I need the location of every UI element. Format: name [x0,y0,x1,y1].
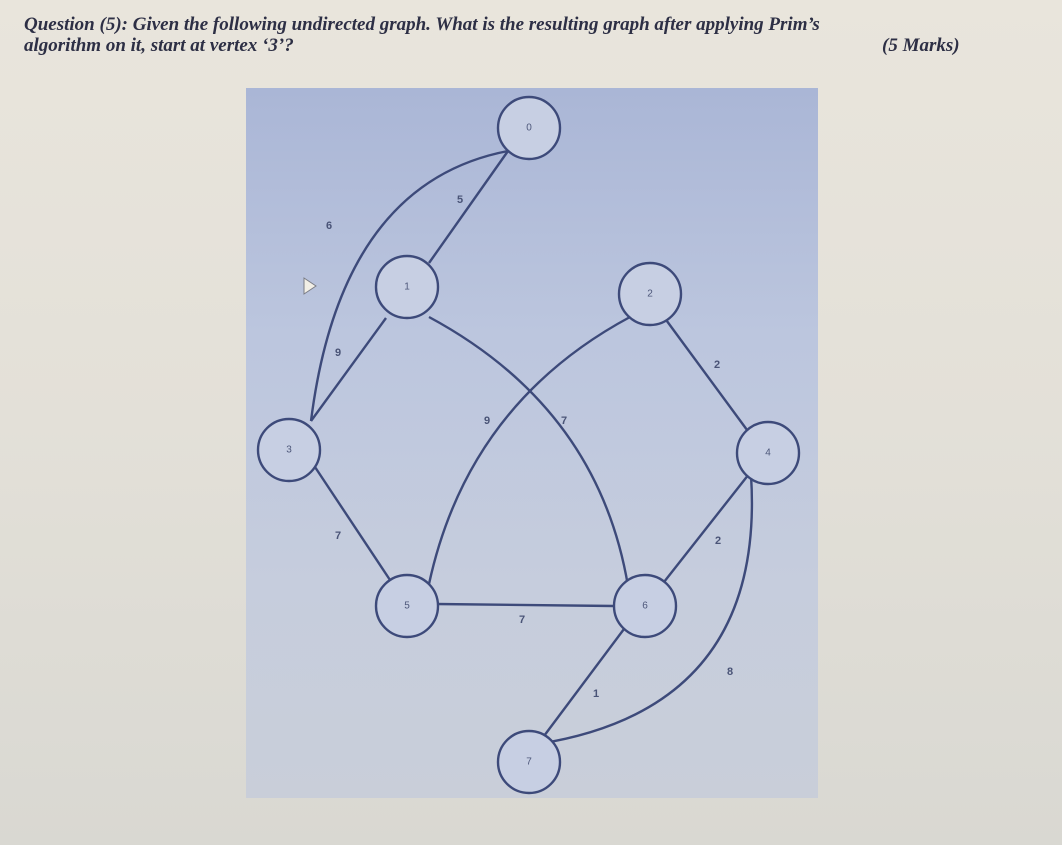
weight-0-1: 5 [457,194,463,206]
edge-2-4 [660,312,751,435]
edge-5-6 [435,602,615,608]
weight-6-7: 1 [593,688,599,700]
node-0-label: 0 [526,123,532,134]
weight-3-5: 7 [335,530,341,542]
weight-1-6: 7 [561,415,567,427]
node-6-label: 6 [642,601,648,612]
question-text: Question (5): Given the following undire… [24,14,1034,56]
node-3-label: 3 [286,445,292,456]
edge-0-1 [428,150,509,264]
node-3: 3 [256,417,322,483]
node-0: 0 [496,95,562,161]
node-2-label: 2 [647,289,653,300]
node-7-label: 7 [526,757,532,768]
weight-2-5: 9 [484,415,490,427]
edge-4-7 [537,474,754,746]
edge-6-7 [537,628,625,745]
weight-4-7: 8 [727,666,733,678]
weight-5-6: 7 [519,614,525,626]
weight-0-3: 6 [326,220,332,232]
node-1: 1 [374,254,440,320]
node-4-label: 4 [765,448,771,459]
node-2: 2 [617,261,683,327]
edge-1-3 [310,317,387,422]
weight-1-3: 9 [335,347,341,359]
graph-canvas: 6 5 9 7 9 2 7 7 2 1 8 0 1 2 3 4 [256,95,801,795]
node-5-label: 5 [404,601,410,612]
edge-4-6 [663,473,750,583]
question-line-2: algorithm on it, start at vertex ‘3’? [24,35,294,56]
marks-label: (5 Marks) [882,35,960,56]
edge-0-3 [309,149,509,422]
graph-figure: 6 5 9 7 9 2 7 7 2 1 8 0 1 2 3 4 [246,88,818,798]
question-line-1: Question (5): Given the following undire… [24,14,820,35]
node-5: 5 [374,573,440,639]
mouse-cursor-icon [303,277,317,295]
edge-2-5 [427,315,631,585]
edge-1-6 [428,315,630,587]
edge-3-5 [310,460,391,581]
node-4: 4 [735,420,801,486]
node-1-label: 1 [404,282,410,293]
weight-2-4: 2 [714,359,720,371]
weight-4-6: 2 [715,535,721,547]
node-7: 7 [496,729,562,795]
node-6: 6 [612,573,678,639]
